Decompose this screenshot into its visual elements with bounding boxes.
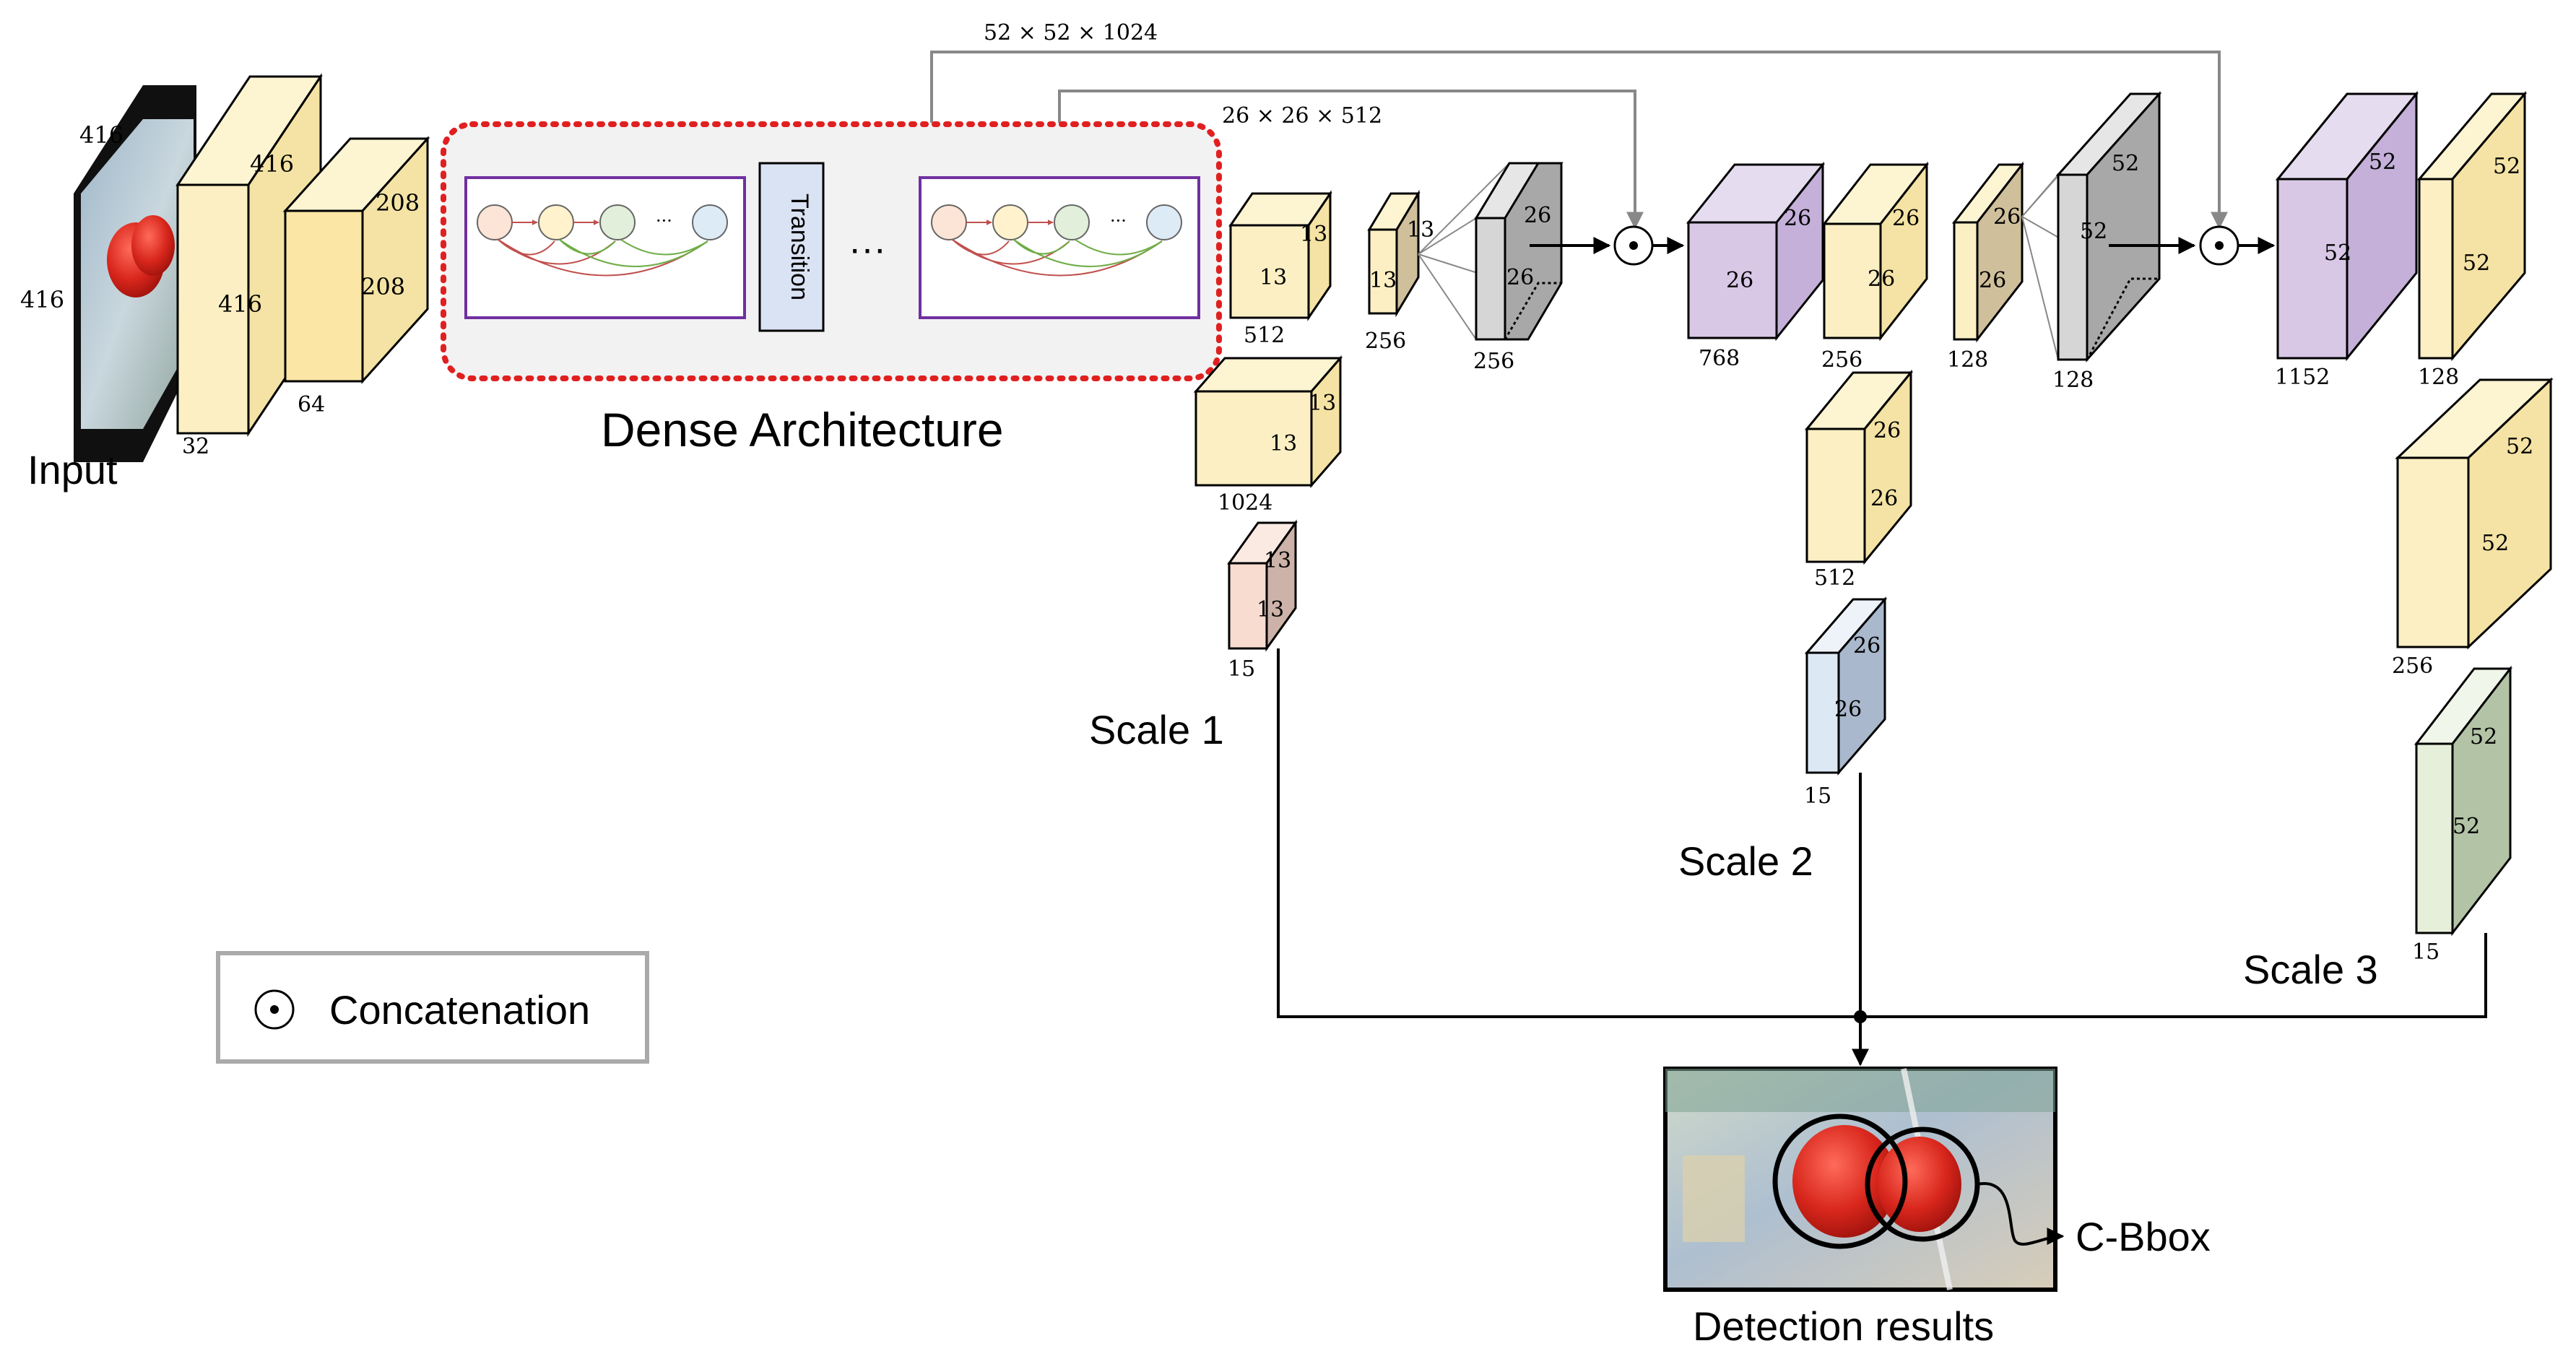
s3b-width-label: 52	[2506, 434, 2533, 459]
scale1-block-1024	[1193, 355, 1343, 489]
concat-node-2	[2199, 225, 2239, 266]
s1a-width-label: 13	[1300, 222, 1327, 247]
s3c-channel-label: 15	[2412, 939, 2440, 965]
scale2-concat-block-768	[1686, 161, 1826, 342]
svg-text:···: ···	[1110, 211, 1127, 231]
detection-results-image	[1663, 1067, 2065, 1292]
conv2-height-label: 208	[361, 273, 405, 300]
scale2-block-512	[1804, 369, 1914, 565]
transition-layer	[758, 162, 825, 332]
s1b-width-label: 13	[1309, 391, 1336, 416]
skip-connection-top	[930, 51, 2228, 230]
skip-top-label: 52 × 52 × 1024	[984, 20, 1158, 45]
conv1-width-label: 416	[250, 150, 294, 178]
conv-block-208	[282, 136, 430, 384]
scale1-label: Scale 1	[1089, 707, 1224, 752]
s1c-width-label: 13	[1264, 548, 1291, 573]
scale1-output-15	[1227, 519, 1298, 652]
s3a-width-label: 52	[2493, 154, 2520, 179]
up1a-width-label: 13	[1407, 217, 1434, 243]
upsample2-block-128	[1951, 161, 2025, 343]
s1b-channel-label: 1024	[1218, 490, 1272, 516]
scale1-block-512	[1228, 190, 1332, 321]
up2a-height-label: 26	[1979, 268, 2006, 293]
up1a-channel-label: 256	[1365, 329, 1406, 354]
s2a-height-label: 26	[1868, 266, 1895, 292]
s3c-height-label: 52	[2453, 814, 2480, 839]
up2a-width-label: 26	[1993, 204, 2021, 230]
conv1-height-label: 416	[218, 290, 262, 318]
input-label: Input	[27, 447, 118, 492]
dense-architecture-label: Dense Architecture	[601, 403, 1004, 456]
transition-label: Transition	[786, 194, 813, 300]
s2cat-channel-label: 768	[1699, 346, 1740, 371]
s3b-height-label: 52	[2481, 531, 2509, 556]
s2c-width-label: 26	[1853, 633, 1881, 659]
conv2-channel-label: 64	[298, 392, 325, 417]
scale2-label: Scale 2	[1678, 838, 1813, 884]
skip-connection-mid	[1058, 90, 1644, 230]
upsample-projection-1	[1418, 162, 1510, 340]
scale3-output-15	[2414, 665, 2513, 937]
cbbox-label: C-Bbox	[2076, 1214, 2211, 1259]
dense-ellipsis: ···	[849, 228, 886, 270]
s2c-channel-label: 15	[1804, 783, 1831, 809]
input-width-label: 416	[79, 121, 123, 149]
upsample1-block-26	[1474, 162, 1564, 341]
output-connections	[1277, 648, 2487, 1067]
upsample2-block-52	[2055, 91, 2162, 362]
s1b-height-label: 13	[1270, 431, 1297, 456]
input-height-label: 416	[20, 286, 64, 313]
s1a-height-label: 13	[1259, 265, 1287, 290]
scale3-concat-block-1152	[2275, 90, 2419, 362]
conv2-width-label: 208	[376, 189, 420, 217]
s2a-channel-label: 256	[1821, 347, 1862, 373]
up2a-channel-label: 128	[1947, 347, 1988, 373]
detection-results-label: Detection results	[1693, 1303, 1994, 1349]
input-image	[74, 85, 196, 462]
s3cat-width-label: 52	[2369, 149, 2396, 175]
up2b-width-label: 52	[2112, 151, 2139, 176]
up1b-width-label: 26	[1524, 203, 1551, 228]
up1b-height-label: 26	[1506, 265, 1534, 290]
scale3-label: Scale 3	[2243, 947, 2378, 992]
s3c-width-label: 52	[2470, 724, 2497, 750]
concat-node-1	[1613, 225, 1654, 266]
up2b-channel-label: 128	[2052, 368, 2094, 393]
svg-text:···: ···	[656, 211, 672, 231]
s2b-height-label: 26	[1870, 486, 1898, 511]
s3a-height-label: 52	[2463, 251, 2490, 276]
scale2-output-15	[1804, 596, 1888, 776]
s2cat-width-label: 26	[1784, 206, 1811, 231]
scale3-block-128	[2416, 90, 2528, 362]
up2b-height-label: 52	[2080, 219, 2107, 244]
dense-architecture-box: ··· ···	[441, 121, 1222, 381]
s2b-width-label: 26	[1873, 418, 1901, 443]
upsample1-block-256	[1367, 189, 1421, 318]
s3cat-channel-label: 1152	[2275, 365, 2330, 390]
scale2-block-256	[1821, 161, 1930, 342]
s1c-height-label: 13	[1257, 597, 1284, 622]
s2b-channel-label: 512	[1814, 565, 1855, 591]
conv1-channel-label: 32	[182, 434, 209, 459]
s3a-channel-label: 128	[2418, 365, 2459, 390]
s3cat-height-label: 52	[2324, 240, 2351, 266]
s2cat-height-label: 26	[1726, 268, 1753, 293]
skip-mid-label: 26 × 26 × 512	[1222, 103, 1382, 129]
legend-concatenation-label: Concatenation	[329, 987, 590, 1033]
s3b-channel-label: 256	[2392, 654, 2433, 679]
s1a-channel-label: 512	[1244, 323, 1285, 348]
legend-box	[216, 951, 649, 1064]
up1b-channel-label: 256	[1473, 349, 1514, 374]
scale3-block-256	[2395, 377, 2554, 650]
up1a-height-label: 13	[1369, 268, 1397, 293]
s2c-height-label: 26	[1834, 697, 1862, 722]
s1c-channel-label: 15	[1228, 656, 1255, 682]
s2a-width-label: 26	[1892, 206, 1920, 231]
